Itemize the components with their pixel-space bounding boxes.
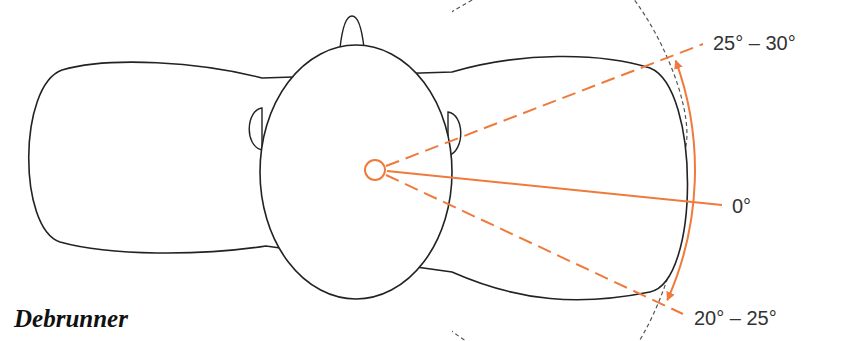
nose [340, 16, 364, 48]
head-outline [260, 45, 452, 299]
author-signature: Debrunner [14, 306, 128, 331]
left-ear [249, 108, 262, 150]
max-left-line [386, 44, 703, 166]
rotation-arc [667, 61, 695, 301]
angle-label: 20° – 25° [694, 308, 777, 328]
neutral-line [387, 171, 722, 205]
max-right-line [386, 175, 683, 314]
angle-label: 0° [732, 196, 751, 216]
rotation-center [365, 160, 385, 180]
angle-label: 25° – 30° [713, 33, 796, 53]
